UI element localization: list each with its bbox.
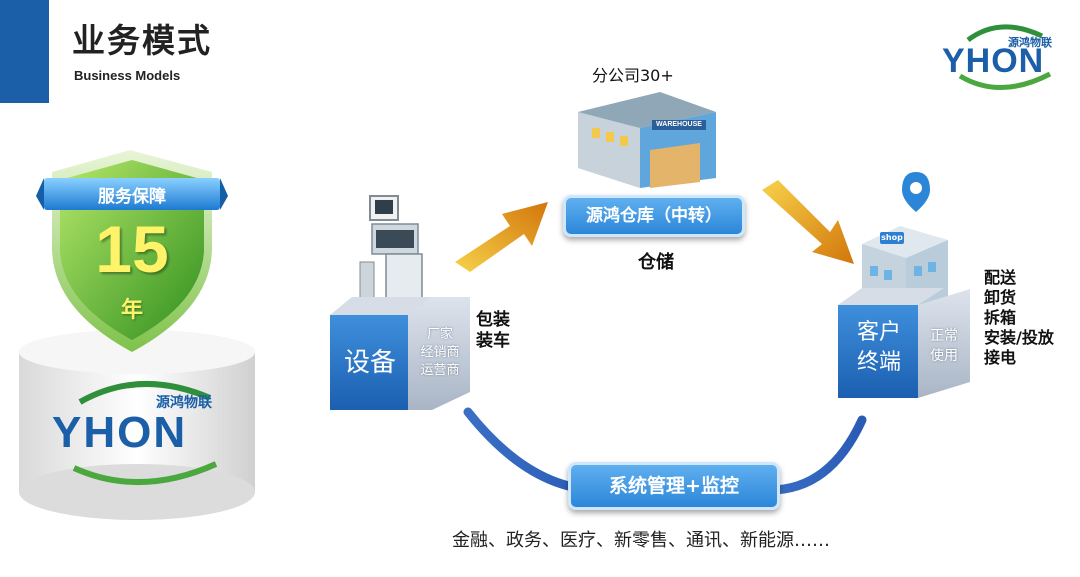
service-line: 接电	[984, 348, 1017, 367]
customer-cube-label: 客户 终端	[842, 318, 916, 378]
logo-chinese-name-top: 源鸿物联	[1008, 36, 1052, 49]
shield-years-unit: 年	[120, 298, 143, 323]
arrow-equipment-to-warehouse	[455, 202, 548, 272]
customer-face-line: 客户	[856, 320, 901, 345]
service-line: 配送	[984, 268, 1017, 287]
storage-caption: 仓储	[638, 252, 674, 273]
service-guarantee-shield	[36, 150, 228, 352]
logo-text-pedestal: YHON	[52, 408, 188, 457]
brand-logo-top: 源鸿物联 YHON	[930, 18, 1070, 93]
logo-chinese-name-pedestal: 源鸿物联	[156, 395, 212, 411]
customer-service-labels: 配送 卸货 拆箱 安装/投放 接电	[984, 268, 1054, 368]
logo-swoosh-icon	[72, 381, 218, 486]
shield-ribbon-text: 服务保障	[98, 187, 166, 207]
customer-side-line: 使用	[930, 348, 958, 364]
equipment-illustration	[359, 195, 423, 322]
equipment-side-line: 厂家	[426, 327, 453, 342]
logo-swoosh-icon	[958, 24, 1052, 90]
customer-side-labels: 正常 使用	[922, 326, 966, 366]
customer-side-line: 正常	[930, 328, 958, 344]
equipment-cube-label: 设备	[343, 348, 396, 378]
header-accent-bar	[0, 0, 49, 103]
service-line: 拆箱	[984, 308, 1017, 327]
arrow-warehouse-to-customer	[762, 180, 854, 264]
equipment-side-line: 经销商	[420, 345, 460, 360]
equipment-side-labels: 厂家 经销商 运营商	[414, 326, 466, 380]
brand-logo-pedestal: 源鸿物联 YHON	[40, 372, 240, 492]
warehouse-sign-text: WAREHOUSE	[656, 121, 702, 128]
warehouse-illustration	[578, 92, 716, 188]
warehouse-sign	[652, 120, 706, 130]
system-management-box: 系统管理+监控	[568, 462, 780, 510]
customer-face-line: 终端	[856, 350, 901, 375]
equipment-side-line: 运营商	[420, 363, 460, 378]
equipment-action-line: 包装	[476, 310, 510, 330]
logo-pedestal	[19, 330, 255, 520]
customer-cube	[838, 288, 970, 398]
equipment-action-labels: 包装 装车	[476, 310, 510, 352]
branch-count-label: 分公司30+	[592, 66, 674, 85]
equipment-action-line: 装车	[476, 331, 510, 351]
page-subtitle: Business Models	[74, 68, 181, 83]
logo-text-top: YHON	[942, 42, 1045, 80]
service-line: 卸货	[984, 288, 1017, 307]
page-title: 业务模式	[72, 21, 212, 60]
equipment-cube	[330, 297, 470, 410]
shield-years-number: 15	[95, 212, 169, 286]
shop-sign: shop	[881, 233, 903, 242]
warehouse-label-box: 源鸿仓库（中转）	[563, 195, 745, 237]
service-line: 安装/投放	[984, 328, 1054, 347]
industries-list: 金融、政务、医疗、新零售、通讯、新能源……	[452, 530, 830, 551]
